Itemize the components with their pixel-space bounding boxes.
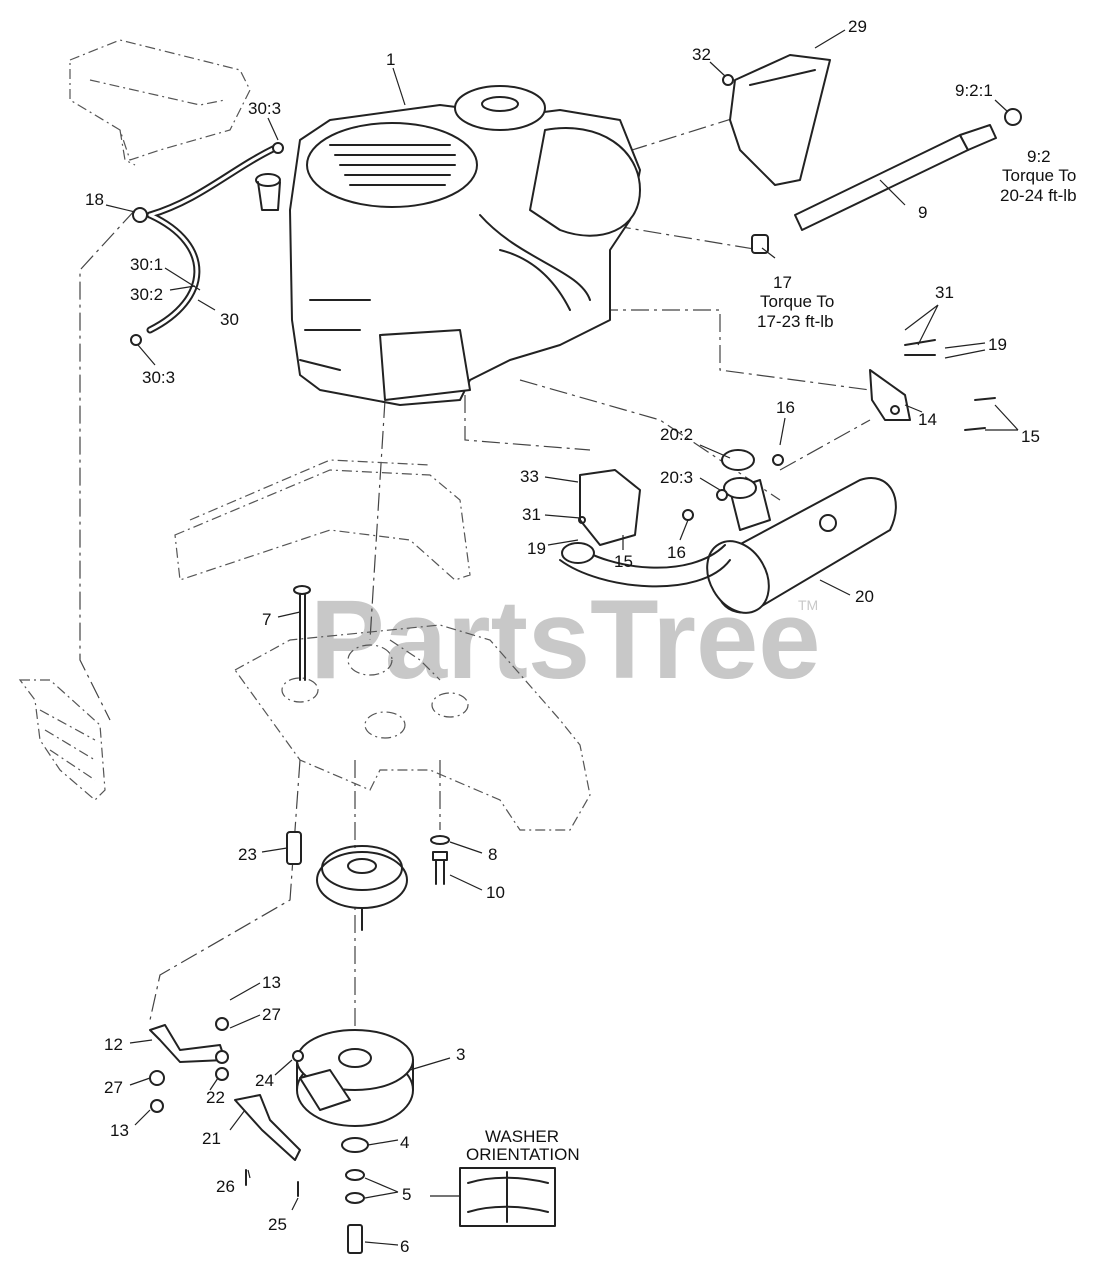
callout-12: 12	[104, 1035, 123, 1054]
ghost-side-panel	[18, 679, 106, 801]
callout-16-left: 16	[667, 543, 686, 562]
fuel-hose	[130, 142, 284, 346]
clutch-brackets	[149, 1017, 304, 1197]
callout-26: 26	[216, 1177, 235, 1196]
bracket-33	[578, 469, 641, 546]
callout-10: 10	[486, 883, 505, 902]
callout-1: 1	[386, 50, 395, 69]
callout-13-top: 13	[262, 973, 281, 992]
callout-8: 8	[488, 845, 497, 864]
electric-clutch	[296, 1029, 414, 1127]
torque-note-17-line1: Torque To	[760, 292, 834, 311]
washer-orientation-line2: ORIENTATION	[466, 1145, 580, 1164]
callout-7: 7	[262, 610, 271, 629]
callout-23: 23	[238, 845, 257, 864]
callout-25: 25	[268, 1215, 287, 1234]
deck-plate	[234, 624, 591, 831]
callout-20-2: 20:2	[660, 425, 693, 444]
callout-18: 18	[85, 190, 104, 209]
callout-17: 17	[773, 273, 792, 292]
exhaust-tube	[751, 108, 1022, 254]
watermark-trademark: TM	[798, 597, 818, 613]
muffler	[559, 449, 897, 614]
callout-27-top: 27	[262, 1005, 281, 1024]
ghost-upper-bracket	[69, 39, 251, 166]
callout-29: 29	[848, 17, 867, 36]
callout-33: 33	[520, 467, 539, 486]
callout-14: 14	[918, 410, 937, 429]
engine	[255, 85, 641, 406]
callout-22: 22	[206, 1088, 225, 1107]
callout-21: 21	[202, 1129, 221, 1148]
callout-6: 6	[400, 1237, 409, 1256]
ghost-frame	[174, 459, 471, 581]
washer-orientation	[430, 1167, 556, 1227]
callout-19-right: 19	[988, 335, 1007, 354]
callout-20-3: 20:3	[660, 468, 693, 487]
washer-orientation-line1: WASHER	[485, 1127, 559, 1146]
callout-9-2: 9:2	[1027, 147, 1051, 166]
callout-5: 5	[402, 1185, 411, 1204]
callout-30-3-top: 30:3	[248, 99, 281, 118]
callout-13-bottom: 13	[110, 1121, 129, 1140]
callout-20: 20	[855, 587, 874, 606]
torque-note-17-line2: 17-23 ft-lb	[757, 312, 834, 331]
pulley	[316, 845, 408, 931]
callout-32: 32	[692, 45, 711, 64]
torque-note-9-line1: Torque To	[1002, 166, 1076, 185]
torque-note-9-line2: 20-24 ft-lb	[1000, 186, 1077, 205]
callouts: 1 30:3 18 30:1 30:2 30 30:3 29 32 9:2:1 …	[85, 17, 1077, 1256]
exhaust-bracket	[869, 339, 996, 431]
leader-lines	[105, 29, 1019, 1246]
clutch-hardware	[341, 1137, 369, 1254]
callout-30: 30	[220, 310, 239, 329]
callout-9-2-1: 9:2:1	[955, 81, 993, 100]
callout-3: 3	[456, 1045, 465, 1064]
callout-24: 24	[255, 1071, 274, 1090]
callout-16-right: 16	[776, 398, 795, 417]
callout-15-left: 15	[614, 552, 633, 571]
callout-19-left: 19	[527, 539, 546, 558]
heat-shield	[722, 54, 831, 186]
callout-31-left: 31	[522, 505, 541, 524]
callout-15-right: 15	[1021, 427, 1040, 446]
callout-30-2: 30:2	[130, 285, 163, 304]
callout-30-3-bottom: 30:3	[142, 368, 175, 387]
callout-27-bottom: 27	[104, 1078, 123, 1097]
callout-4: 4	[400, 1133, 409, 1152]
bolt-7	[293, 585, 311, 681]
callout-31-right: 31	[935, 283, 954, 302]
callout-30-1: 30:1	[130, 255, 163, 274]
callout-9: 9	[918, 203, 927, 222]
